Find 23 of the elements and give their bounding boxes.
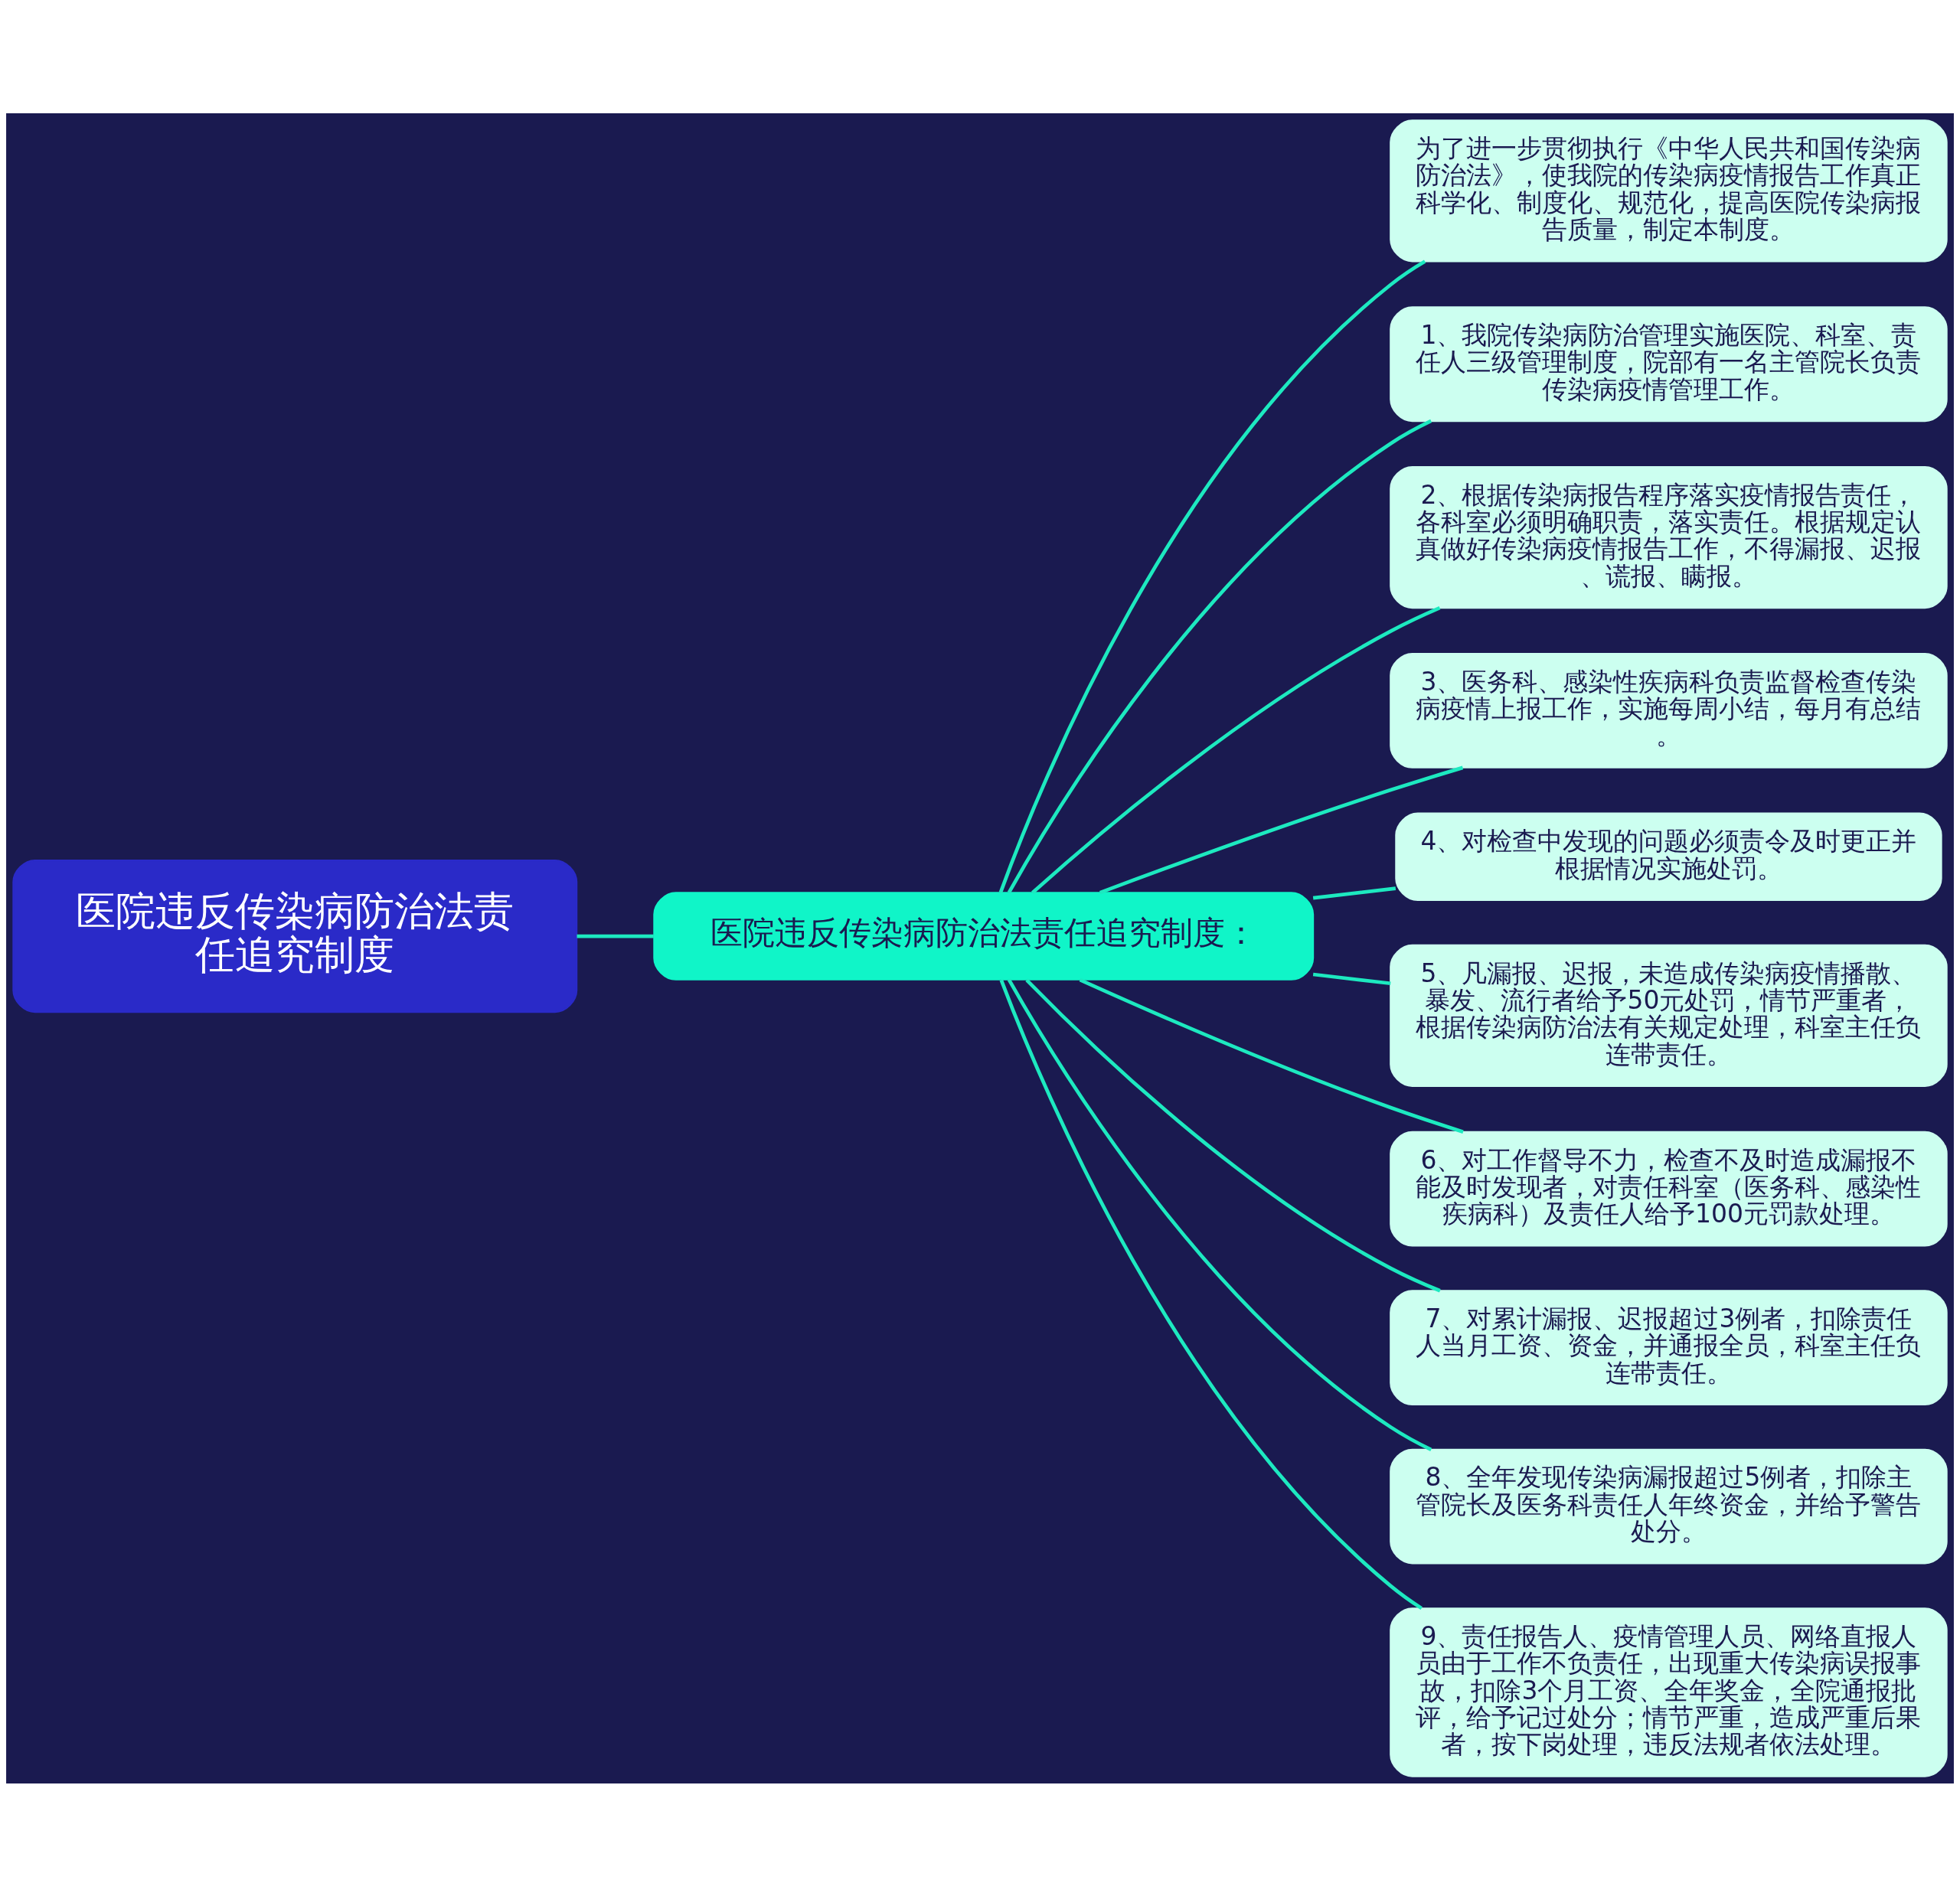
node-box: 6、对工作督导不力，检查不及时造成漏报不能及时发现者，对责任科室（医务科、感染性疾病科）及责任人给予100元罚款处理。 xyxy=(1390,1131,1948,1247)
node-box: 医院违反传染病防治法责任追究制度 xyxy=(12,859,578,1013)
node-box: 为了进一步贯彻执行《中华人民共和国传染病防治法》，使我院的传染病疫情报告工作真正科学化、制度化、规范化，提高医院传染病报告质量，制定本制度。 xyxy=(1390,119,1948,262)
connector xyxy=(999,979,1423,1610)
connector xyxy=(577,934,654,938)
node-box: 9、责任报告人、疫情管理人员、网络直报人员由于工作不负责任，出现重大传染病误报事故，扣除3个月工资、全年奖金，全院通报批评，给予记过处分；情节严重，造成严重后果者，按下岗处理，违反法规者依法处理。 xyxy=(1390,1607,1948,1777)
node-box: 医院违反传染病防治法责任追究制度： xyxy=(653,891,1315,981)
connector xyxy=(1007,978,1432,1451)
node-box: 2、根据传染病报告程序落实疫情报告责任，各科室必须明确职责，落实责任。根据规定认真做好传染病疫情报告工作，不得漏报、迟报、谎报、瞒报。 xyxy=(1390,465,1948,609)
connector xyxy=(1079,977,1464,1134)
connector xyxy=(1007,419,1432,893)
node-box: 4、对检查中发现的问题必须责令及时更正并根据情况实施处罚。 xyxy=(1395,812,1942,901)
node-box: 5、凡漏报、迟报，未造成传染病疫情播散、暴发、流行者给予50元处罚，情节严重者，根据传染病防治法有关规定处理，科室主任负连带责任。 xyxy=(1390,944,1948,1087)
connector xyxy=(1031,605,1441,894)
node-box: 1、我院传染病防治管理实施医院、科室、责任人三级管理制度，院部有一名主管院长负责传染病疫情管理工作。 xyxy=(1390,305,1948,422)
node-box: 3、医务科、感染性疾病科负责监督检查传染病疫情上报工作，实施每周小结，每月有总结。 xyxy=(1390,652,1948,769)
node-box: 8、全年发现传染病漏报超过5例者，扣除主管院长及医务科责任人年终资金，并给予警告处分。 xyxy=(1390,1448,1948,1565)
connector xyxy=(1099,765,1464,894)
connector xyxy=(998,259,1426,893)
connector xyxy=(1312,972,1391,985)
connector xyxy=(1025,978,1441,1292)
connector xyxy=(1312,886,1396,900)
node-box: 7、对累计漏报、迟报超过3例者，扣除责任人当月工资、资金，并通报全员，科室主任负连带责任。 xyxy=(1390,1289,1948,1405)
